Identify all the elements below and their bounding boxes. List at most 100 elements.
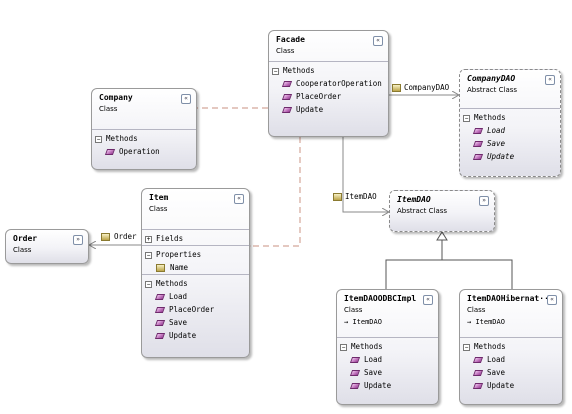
class-item-dao-hibernate[interactable]: ItemDAOHibernat··· Class « → ItemDAO −Me… bbox=[459, 289, 563, 405]
method-icon bbox=[472, 383, 484, 389]
collapse-toggle-icon[interactable]: − bbox=[145, 251, 152, 259]
method-item[interactable]: Save bbox=[460, 366, 562, 379]
properties-label: Properties bbox=[156, 250, 202, 259]
association-property-icon bbox=[333, 193, 342, 201]
method-item[interactable]: Load bbox=[460, 124, 560, 137]
class-kind: Class bbox=[99, 105, 118, 113]
methods-section: −Methods Load Save Update bbox=[337, 337, 438, 392]
collapse-chevron-icon[interactable]: « bbox=[234, 194, 244, 204]
class-name: Facade bbox=[276, 35, 305, 44]
inheritance-hibernate-itemdao bbox=[442, 259, 513, 289]
methods-section: −Methods Load Save Update bbox=[460, 108, 560, 163]
method-item[interactable]: Update bbox=[142, 329, 249, 342]
method-item[interactable]: Save bbox=[337, 366, 438, 379]
method-item[interactable]: Load bbox=[337, 353, 438, 366]
methods-header[interactable]: −Methods bbox=[337, 341, 438, 353]
class-name: Order bbox=[13, 234, 38, 243]
method-item[interactable]: Update bbox=[337, 379, 438, 392]
fields-section: +Fields bbox=[142, 229, 249, 245]
collapse-toggle-icon[interactable]: − bbox=[145, 280, 152, 288]
class-kind: Class bbox=[149, 205, 168, 213]
method-icon bbox=[349, 357, 361, 363]
methods-header[interactable]: −Methods bbox=[269, 65, 388, 77]
method-item[interactable]: Load bbox=[142, 290, 249, 303]
methods-section: −Methods Load Save Update bbox=[460, 337, 562, 392]
collapse-chevron-icon[interactable]: « bbox=[545, 75, 555, 85]
properties-header[interactable]: −Properties bbox=[142, 249, 249, 261]
method-item[interactable]: Save bbox=[142, 316, 249, 329]
methods-header[interactable]: −Methods bbox=[142, 278, 249, 290]
class-item-dao[interactable]: ItemDAO Abstract Class » bbox=[389, 190, 495, 232]
expand-chevron-icon[interactable]: » bbox=[479, 196, 489, 206]
method-icon bbox=[154, 333, 166, 339]
method-item[interactable]: PlaceOrder bbox=[142, 303, 249, 316]
collapse-chevron-icon[interactable]: « bbox=[373, 36, 383, 46]
methods-header[interactable]: −Methods bbox=[460, 341, 562, 353]
method-icon bbox=[472, 357, 484, 363]
method-icon bbox=[472, 370, 484, 376]
method-item[interactable]: Save bbox=[460, 137, 560, 150]
dependency-facade-item bbox=[250, 137, 301, 246]
method-item[interactable]: Update bbox=[460, 379, 562, 392]
method-item[interactable]: Load bbox=[460, 353, 562, 366]
method-icon bbox=[104, 149, 116, 155]
method-item[interactable]: Operation bbox=[92, 145, 196, 158]
association-label-companydao[interactable]: CompanyDAO bbox=[404, 83, 450, 92]
collapse-chevron-icon[interactable]: « bbox=[547, 295, 557, 305]
methods-label: Methods bbox=[474, 342, 506, 351]
methods-section: −Methods Operation bbox=[92, 129, 196, 158]
class-kind: Class bbox=[467, 306, 486, 314]
class-item-dao-odbc-impl[interactable]: ItemDAOODBCImpl Class « → ItemDAO −Metho… bbox=[336, 289, 439, 405]
class-kind: Class bbox=[13, 246, 32, 254]
association-label-order[interactable]: Order bbox=[114, 232, 137, 241]
base-class-row: → ItemDAO bbox=[344, 318, 382, 326]
methods-section: −Methods Load PlaceOrder Save Update bbox=[142, 274, 249, 342]
class-order[interactable]: Order Class » bbox=[5, 229, 89, 264]
class-company-dao[interactable]: CompanyDAO Abstract Class « −Methods Loa… bbox=[459, 69, 561, 177]
collapse-toggle-icon[interactable]: − bbox=[95, 135, 102, 143]
methods-header[interactable]: −Methods bbox=[92, 133, 196, 145]
collapse-toggle-icon[interactable]: − bbox=[463, 114, 470, 122]
collapse-chevron-icon[interactable]: « bbox=[423, 295, 433, 305]
methods-label: Methods bbox=[283, 66, 315, 75]
class-name: ItemDAO bbox=[397, 195, 431, 204]
association-property-icon bbox=[392, 84, 401, 92]
method-item[interactable]: Update bbox=[269, 103, 388, 116]
property-icon bbox=[156, 264, 165, 272]
association-label-itemdao[interactable]: ItemDAO bbox=[345, 192, 377, 201]
inheritance-odbc-itemdao bbox=[385, 238, 443, 289]
collapse-toggle-icon[interactable]: − bbox=[272, 67, 279, 75]
method-icon bbox=[281, 94, 293, 100]
class-name: ItemDAOODBCImpl bbox=[344, 294, 417, 303]
methods-label: Methods bbox=[351, 342, 383, 351]
collapse-chevron-icon[interactable]: « bbox=[181, 94, 191, 104]
class-company[interactable]: Company Class « −Methods Operation bbox=[91, 88, 197, 170]
base-class-row: → ItemDAO bbox=[467, 318, 505, 326]
methods-label: Methods bbox=[106, 134, 138, 143]
class-kind: Class bbox=[344, 306, 363, 314]
class-item[interactable]: Item Class « +Fields −Properties Name −M… bbox=[141, 188, 250, 358]
class-facade[interactable]: Facade Class « −Methods CooperatorOperat… bbox=[268, 30, 389, 137]
methods-label: Methods bbox=[156, 279, 188, 288]
method-icon bbox=[472, 128, 484, 134]
property-item[interactable]: Name bbox=[142, 261, 249, 274]
class-name: ItemDAOHibernat··· bbox=[467, 294, 554, 303]
methods-header[interactable]: −Methods bbox=[460, 112, 560, 124]
class-name: CompanyDAO bbox=[467, 74, 516, 83]
method-icon bbox=[281, 81, 293, 87]
fields-header[interactable]: +Fields bbox=[142, 233, 249, 245]
method-item[interactable]: PlaceOrder bbox=[269, 90, 388, 103]
association-facade-itemdao bbox=[342, 137, 389, 212]
class-kind: Abstract Class bbox=[467, 86, 518, 94]
expand-chevron-icon[interactable]: » bbox=[73, 235, 83, 245]
expand-toggle-icon[interactable]: + bbox=[145, 235, 152, 243]
inherits-arrow-icon: → bbox=[467, 318, 472, 326]
method-item[interactable]: CooperatorOperation bbox=[269, 77, 388, 90]
collapse-toggle-icon[interactable]: − bbox=[463, 343, 470, 351]
method-icon bbox=[472, 141, 484, 147]
method-item[interactable]: Update bbox=[460, 150, 560, 163]
collapse-toggle-icon[interactable]: − bbox=[340, 343, 347, 351]
method-icon bbox=[154, 307, 166, 313]
